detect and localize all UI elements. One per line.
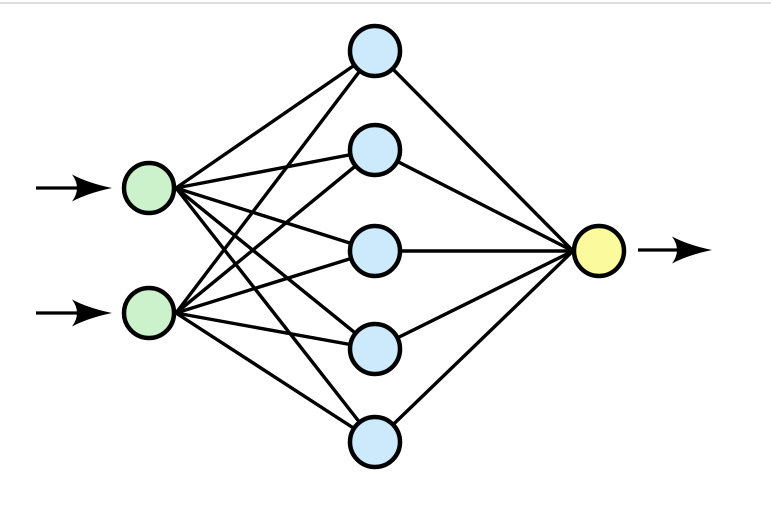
edge-hidden4-output0 [373, 249, 575, 444]
output-node-1 [571, 223, 627, 279]
edges-group [174, 49, 575, 444]
edge-input1-hidden2 [175, 249, 376, 315]
hidden-node-4 [347, 321, 403, 377]
edge-input0-hidden0 [175, 49, 376, 190]
hidden-node-2 [347, 122, 403, 178]
edge-input1-hidden4 [175, 311, 376, 444]
edge-hidden0-output0 [373, 49, 575, 253]
input-arrowhead-icon [72, 174, 112, 202]
output-arrowhead-icon [672, 236, 712, 264]
input-node-1 [121, 160, 177, 216]
edge-hidden1-output0 [374, 148, 574, 253]
edge-input1-hidden3 [175, 311, 376, 351]
edge-input0-hidden2 [175, 186, 376, 253]
edge-input0-hidden1 [175, 148, 376, 190]
edge-input0-hidden4 [174, 186, 377, 444]
nodes-group [121, 23, 627, 470]
hidden-node-5 [347, 414, 403, 470]
arrows-group [36, 174, 712, 327]
edge-input0-hidden3 [174, 186, 377, 351]
hidden-node-1 [347, 23, 403, 79]
top-border-line [0, 2, 771, 4]
input-node-2 [121, 285, 177, 341]
edge-hidden3-output0 [374, 249, 574, 351]
hidden-node-3 [347, 223, 403, 279]
input-arrowhead-icon [72, 299, 112, 327]
edge-input1-hidden0 [174, 49, 377, 315]
edge-input1-hidden1 [174, 148, 377, 315]
